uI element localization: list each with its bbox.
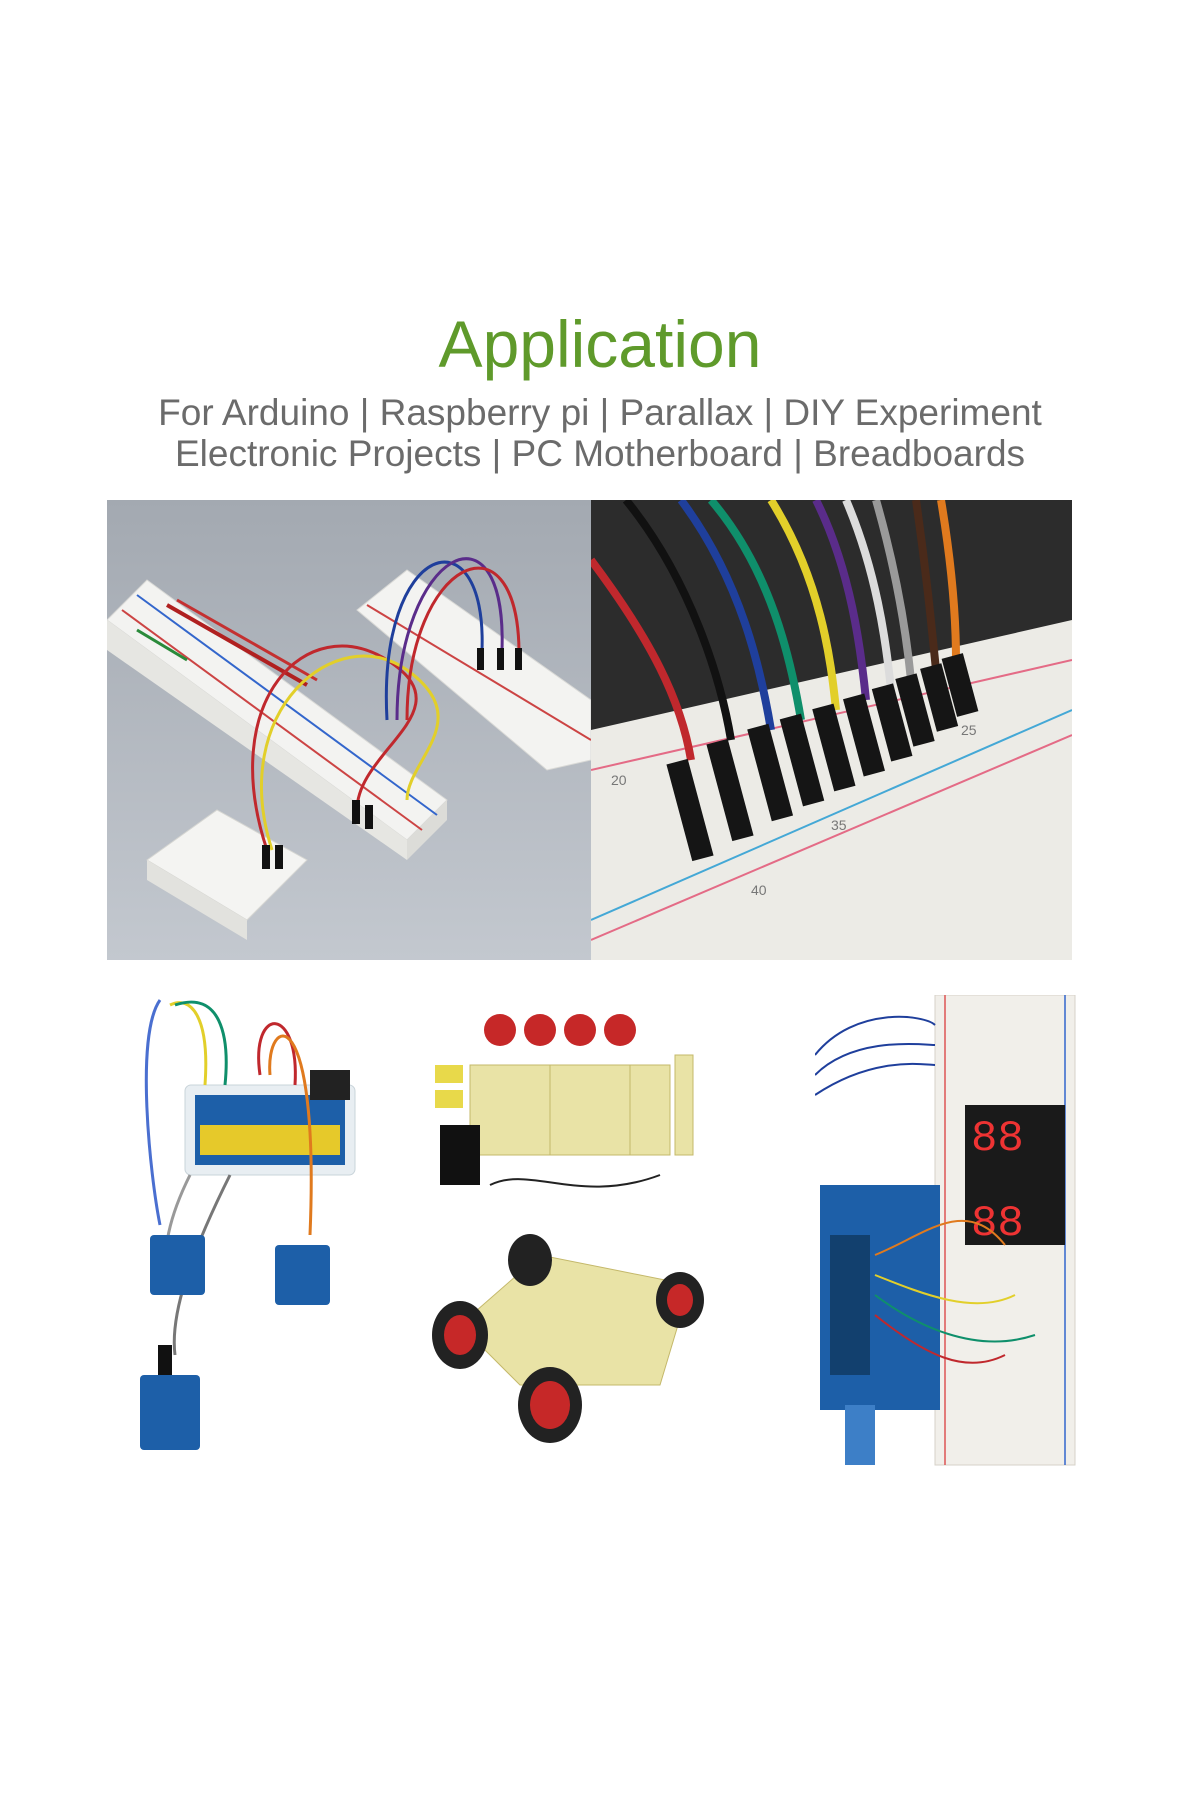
breadboard-label: 20 (611, 772, 627, 788)
robot-car-photo (430, 1005, 750, 1475)
breadboard-label: 35 (831, 817, 847, 833)
sensor-modules-photo (130, 995, 390, 1465)
breadboards-photo (107, 500, 591, 960)
breadboard-label: 25 (961, 722, 977, 738)
subtitle-line-2: Electronic Projects | PC Motherboard | B… (174, 433, 1026, 474)
seven-segment-photo: 88 88 (815, 995, 1095, 1475)
breadboard-label: 40 (751, 882, 767, 898)
page-title: Application (438, 307, 762, 381)
closeup-photo: 20 25 30 35 40 (591, 500, 1072, 960)
subtitle-line-1: For Arduino | Raspberry pi | Parallax | … (158, 392, 1042, 433)
svg-text:88: 88 (971, 1114, 1024, 1164)
